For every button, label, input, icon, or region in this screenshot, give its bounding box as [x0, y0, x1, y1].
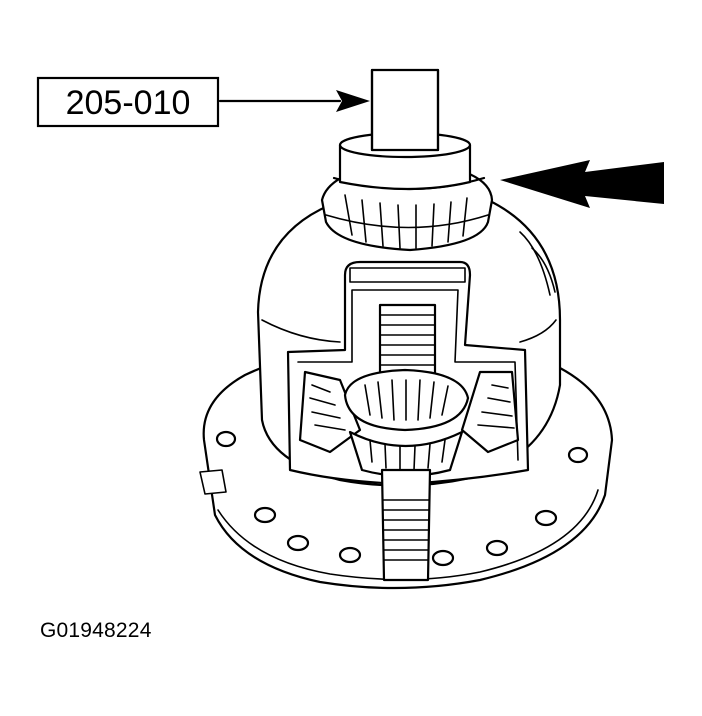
tool-number-label: 205-010 — [66, 84, 191, 122]
callout-leader — [218, 90, 370, 112]
tool-callout: 205-010 — [36, 76, 220, 128]
arrow-icon — [336, 90, 370, 112]
large-arrow-icon — [500, 160, 664, 208]
figure-id: G01948224 — [40, 619, 152, 642]
spider-gear — [298, 368, 520, 478]
pinion-shaft-upper — [378, 303, 437, 377]
pinion-shaft-lower — [380, 468, 432, 582]
installer-tool — [338, 68, 472, 191]
